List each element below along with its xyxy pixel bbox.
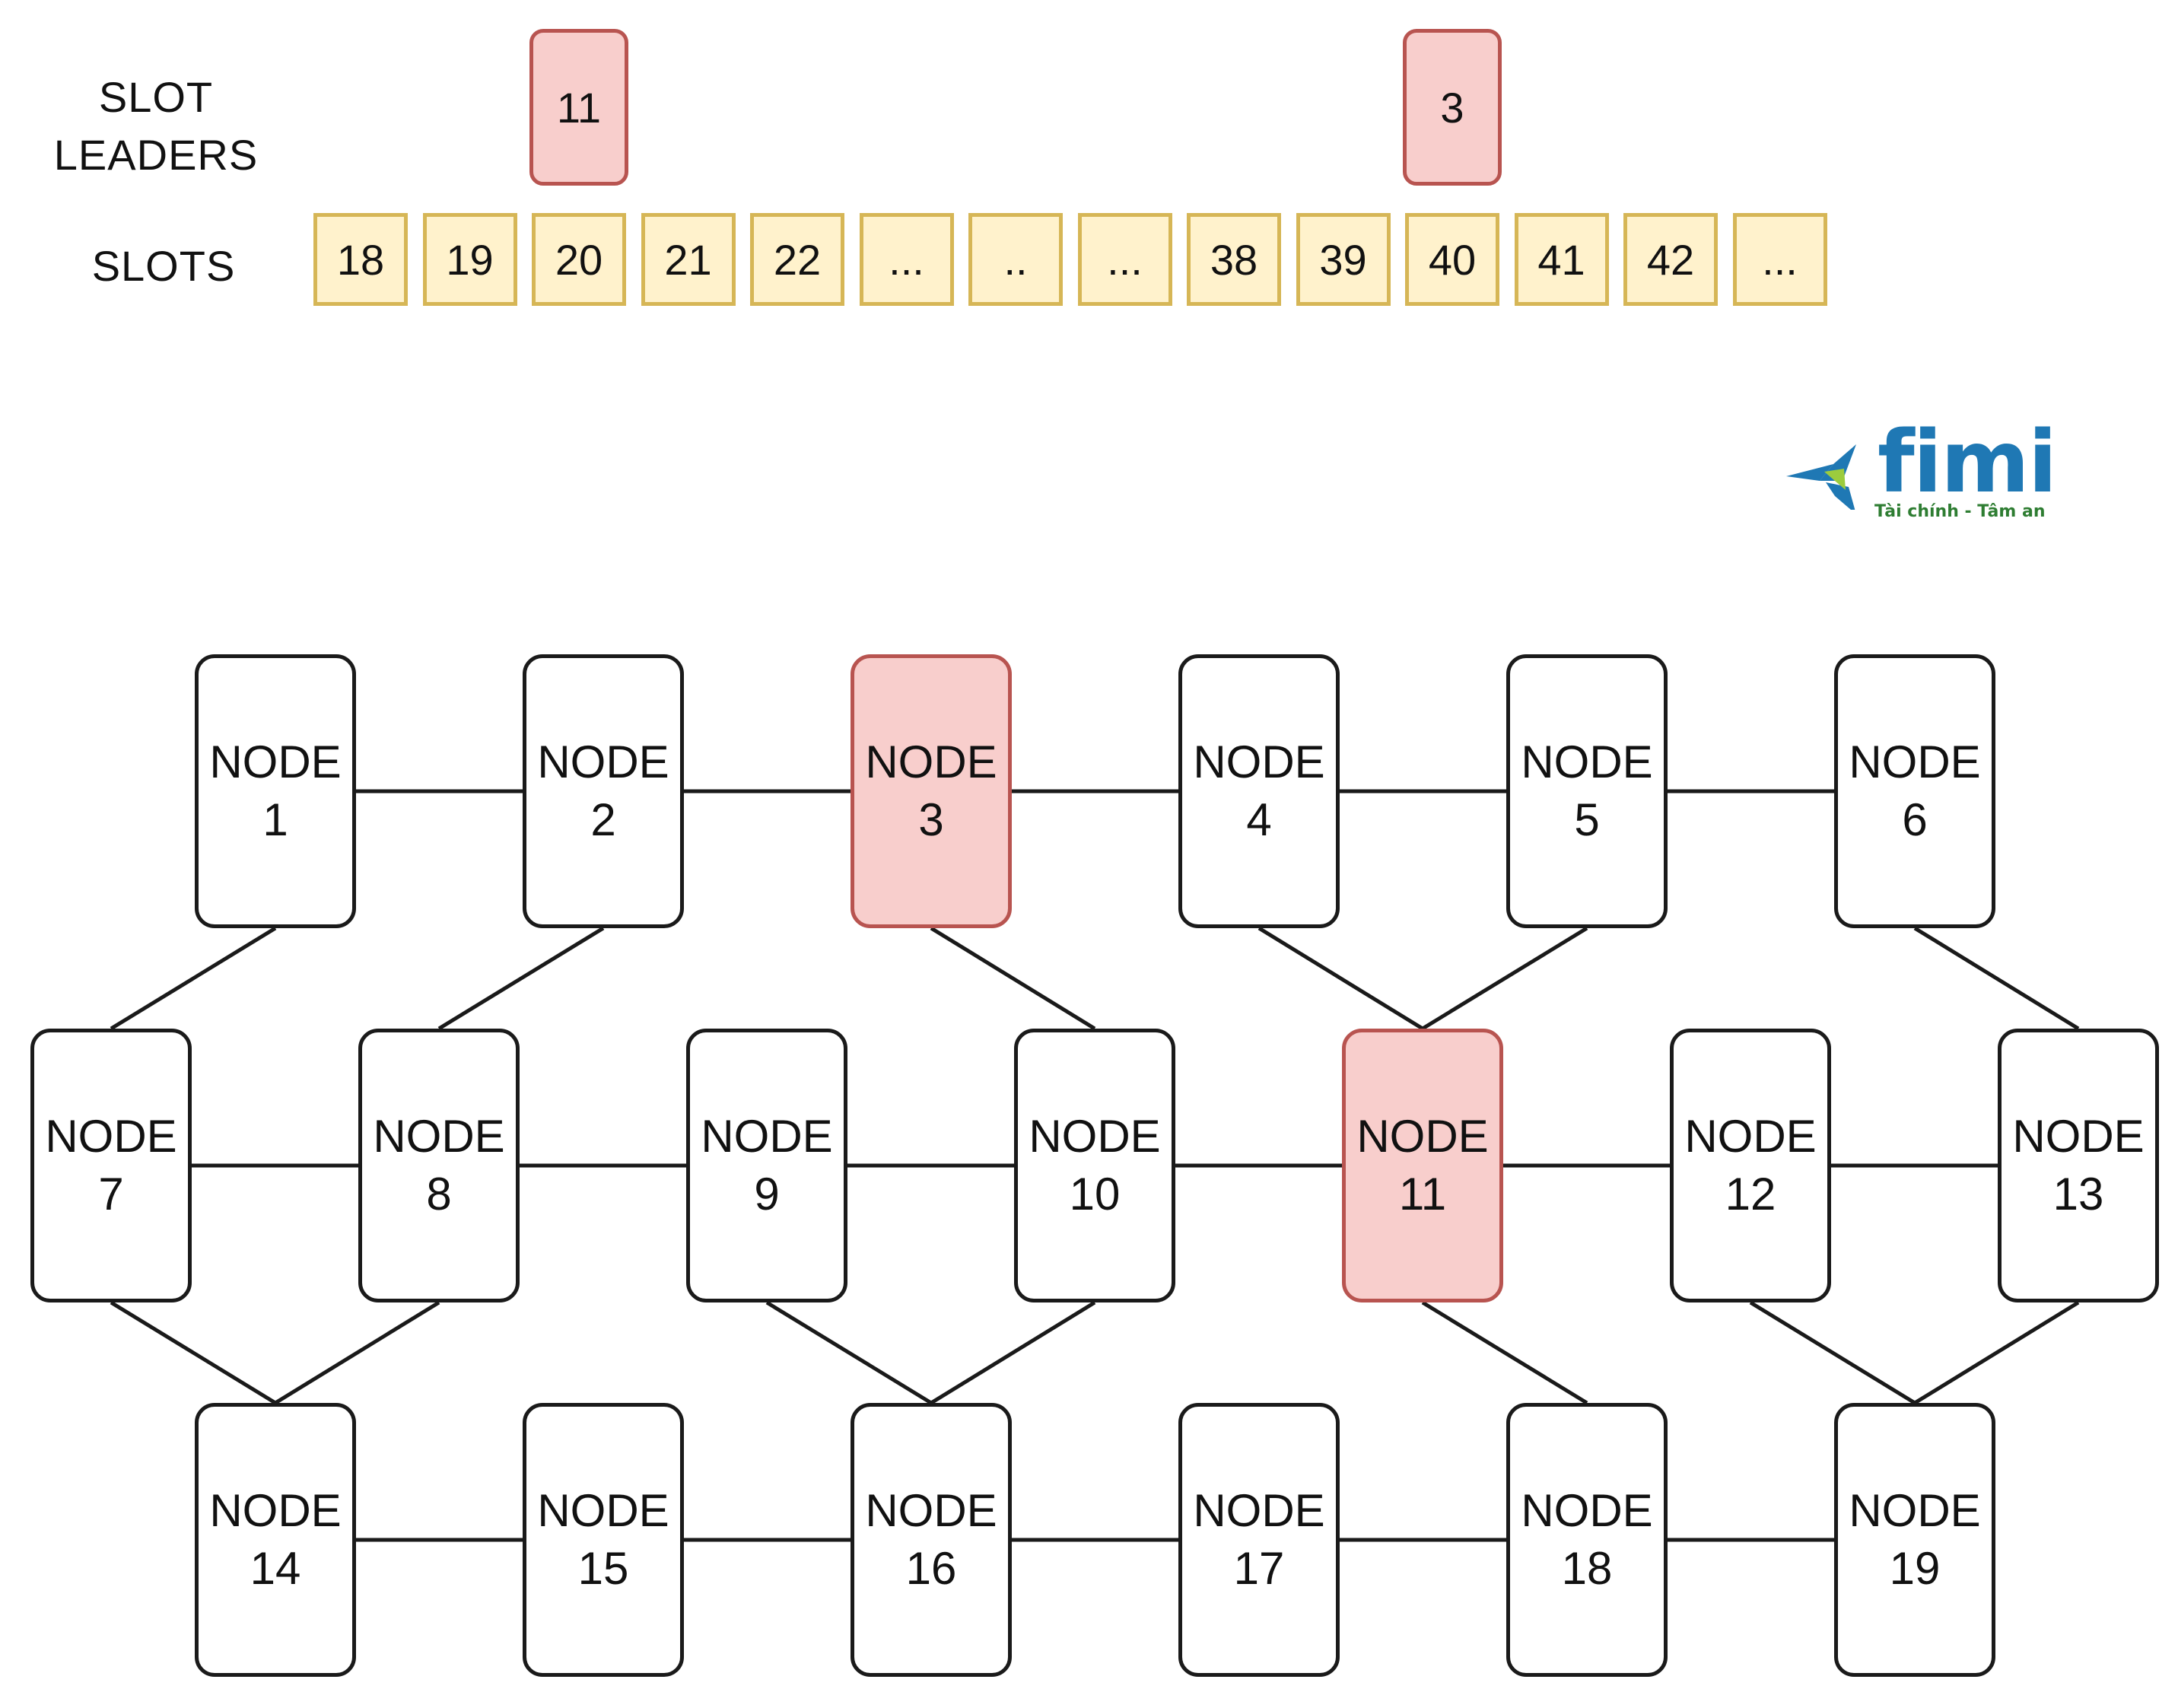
node-number: 8 [426,1169,452,1220]
node-label: NODE [45,1111,177,1162]
node-number: 5 [1574,794,1600,845]
slot-cell: 20 [532,213,626,306]
fimi-logo: fimi Tài chính - Tâm an [1780,417,2057,533]
logo-wordmark: fimi [1878,413,2057,512]
slot-leader-box: 11 [529,29,628,186]
node-6: NODE 6 [1834,654,1995,928]
node-label: NODE [1849,736,1981,787]
node-label: NODE [209,736,342,787]
node-number: 13 [2052,1169,2104,1220]
node-number: 6 [1902,794,1928,845]
slot-cell: 40 [1405,213,1499,306]
logo-tagline: Tài chính - Tâm an [1874,502,2046,521]
edge-node-5-node-11 [1421,926,1588,1031]
node-number: 15 [577,1543,629,1594]
edge-node-2-node-8 [437,926,605,1031]
node-19: NODE 19 [1834,1403,1995,1677]
edge-node-10-node-16 [930,1300,1096,1405]
node-1: NODE 1 [195,654,356,928]
slot-cell: 41 [1514,213,1609,306]
node-label: NODE [1521,1485,1653,1536]
node-11: NODE 11 [1342,1029,1503,1302]
node-number: 4 [1246,794,1272,845]
node-number: 14 [250,1543,301,1594]
node-number: 1 [262,794,288,845]
edge-node-1-node-7 [110,926,277,1031]
slot-cell: ... [1077,213,1172,306]
node-label: NODE [209,1485,342,1536]
node-label: NODE [1521,736,1653,787]
node-label: NODE [1684,1111,1817,1162]
node-number: 16 [905,1543,957,1594]
slot-cell: .. [968,213,1063,306]
node-number: 19 [1889,1543,1941,1594]
node-label: NODE [865,736,997,787]
edge-node-4-node-11 [1258,926,1424,1031]
node-label: NODE [1849,1485,1981,1536]
fimi-bird-logo-icon [1786,444,1856,510]
node-17: NODE 17 [1178,1403,1340,1677]
node-label: NODE [865,1485,997,1536]
node-15: NODE 15 [523,1403,684,1677]
node-5: NODE 5 [1506,654,1668,928]
node-number: 11 [1398,1169,1447,1220]
node-label: NODE [373,1111,505,1162]
node-number: 17 [1233,1543,1285,1594]
node-label: NODE [701,1111,833,1162]
slot-cell: 38 [1187,213,1281,306]
edge-node-6-node-13 [1913,926,2080,1031]
node-label: NODE [1193,1485,1325,1536]
slot-leaders-label: SLOT LEADERS [53,73,259,179]
node-label: NODE [1356,1111,1489,1162]
node-label: NODE [537,736,669,787]
node-8: NODE 8 [358,1029,520,1302]
edge-node-7-node-14 [110,1300,277,1405]
node-4: NODE 4 [1178,654,1340,928]
slot-cell: 42 [1623,213,1718,306]
slot-cell: 19 [422,213,517,306]
node-2: NODE 2 [523,654,684,928]
node-3: NODE 3 [851,654,1012,928]
node-16: NODE 16 [851,1403,1012,1677]
node-label: NODE [1193,736,1325,787]
edge-node-12-node-19 [1749,1300,1916,1405]
node-number: 12 [1725,1169,1776,1220]
node-label: NODE [1029,1111,1161,1162]
node-13: NODE 13 [1998,1029,2159,1302]
slot-cell: 21 [641,213,736,306]
node-9: NODE 9 [686,1029,847,1302]
edge-node-11-node-18 [1421,1300,1588,1405]
slot-cell: 39 [1296,213,1391,306]
slot-cell: 18 [313,213,408,306]
node-number: 9 [754,1169,780,1220]
node-label: NODE [2012,1111,2145,1162]
slot-leader-box: 3 [1403,29,1502,186]
node-7: NODE 7 [30,1029,192,1302]
node-number: 10 [1069,1169,1121,1220]
node-number: 3 [918,794,944,845]
node-18: NODE 18 [1506,1403,1668,1677]
node-number: 2 [590,794,616,845]
node-label: NODE [537,1485,669,1536]
node-14: NODE 14 [195,1403,356,1677]
node-12: NODE 12 [1670,1029,1831,1302]
node-number: 7 [98,1169,124,1220]
node-10: NODE 10 [1014,1029,1175,1302]
edge-node-8-node-14 [274,1300,440,1405]
slot-cell: ... [1732,213,1827,306]
node-number: 18 [1561,1543,1613,1594]
edge-node-9-node-16 [765,1300,933,1405]
slots-label: SLOTS [91,242,236,290]
slot-cell: ... [859,213,954,306]
slot-cell: 22 [750,213,844,306]
edge-node-13-node-19 [1913,1300,2080,1405]
edge-node-3-node-10 [930,926,1096,1031]
